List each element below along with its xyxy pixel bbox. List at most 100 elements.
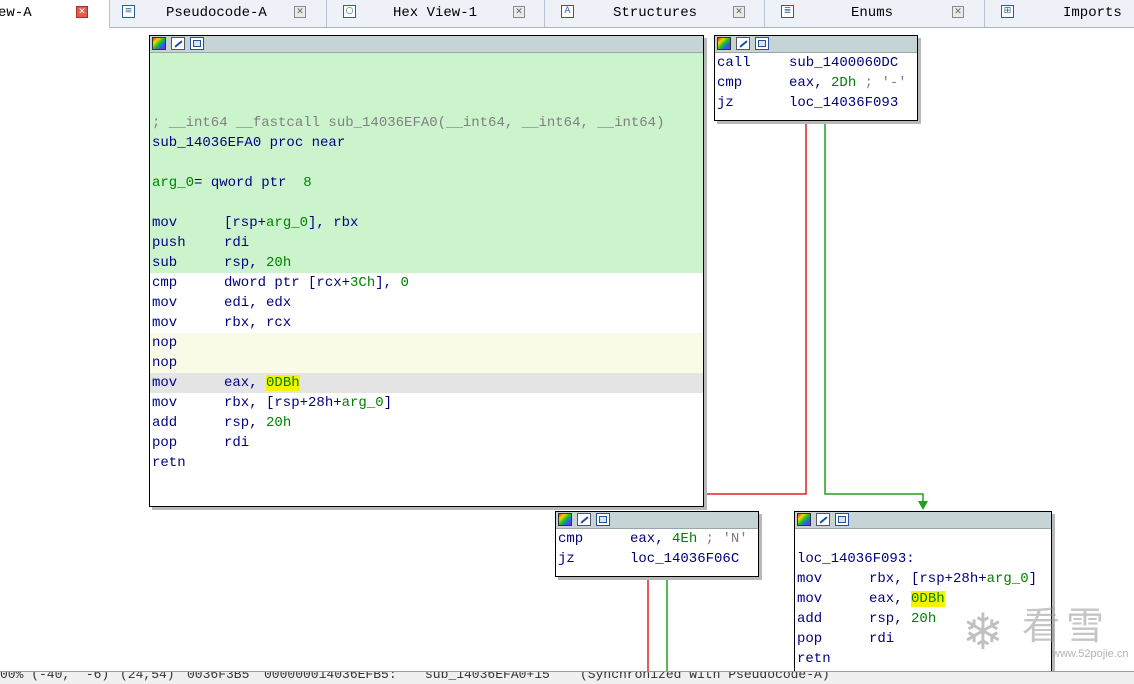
instruction-line[interactable]: retn bbox=[150, 453, 703, 473]
instruction-line[interactable]: jz loc_14036F06C bbox=[556, 549, 758, 569]
instruction-line[interactable]: nop bbox=[150, 333, 703, 353]
tab-ida-view[interactable]: ew-A ✕ bbox=[0, 0, 110, 28]
group-nodes-icon[interactable] bbox=[755, 37, 769, 50]
operand-number: 2Dh bbox=[831, 75, 857, 91]
tab-enums[interactable]: ≣ Enums ✕ bbox=[765, 0, 985, 27]
mnemonic: jz bbox=[558, 551, 575, 567]
rename-icon[interactable] bbox=[577, 513, 591, 526]
tab-structures[interactable]: A Structures ✕ bbox=[545, 0, 765, 27]
color-palette-icon[interactable] bbox=[717, 37, 731, 50]
rename-icon[interactable] bbox=[171, 37, 185, 50]
close-icon[interactable]: ✕ bbox=[952, 6, 964, 18]
operand: rdi bbox=[224, 235, 250, 251]
operand: eax, bbox=[630, 531, 673, 547]
operand-symbol: arg_0 bbox=[341, 395, 384, 411]
group-nodes-icon[interactable] bbox=[190, 37, 204, 50]
instruction-line[interactable]: mov edi, edx bbox=[150, 293, 703, 313]
hex-view-icon: ○ bbox=[343, 5, 356, 18]
instruction-line[interactable]: mov[rsp+arg_0], rbx bbox=[150, 213, 703, 233]
operand: edi, edx bbox=[224, 295, 292, 311]
mnemonic: mov bbox=[797, 591, 823, 607]
mnemonic: cmp bbox=[717, 75, 743, 91]
close-icon[interactable]: ✕ bbox=[733, 6, 745, 18]
operand: loc_14036F06C bbox=[630, 551, 740, 567]
inline-comment: ; 'N' bbox=[697, 531, 748, 547]
mnemonic: add bbox=[152, 415, 178, 431]
watermark-url: www.52pojie.cn bbox=[1052, 648, 1129, 660]
close-icon[interactable]: ✕ bbox=[294, 6, 306, 18]
tab-imports[interactable]: ⊞ Imports bbox=[985, 0, 1134, 27]
operand: eax, bbox=[224, 375, 267, 391]
watermark: ❄ 看雪 www.52pojie.cn bbox=[962, 604, 1132, 668]
mnemonic: mov bbox=[152, 375, 178, 391]
group-nodes-icon[interactable] bbox=[835, 513, 849, 526]
structures-icon: A bbox=[561, 5, 574, 18]
operand-number: 3Ch bbox=[350, 275, 376, 291]
arrow-head bbox=[918, 501, 928, 510]
tab-label: Imports bbox=[1063, 5, 1122, 21]
tab-hex-view[interactable]: ○ Hex View-1 ✕ bbox=[327, 0, 545, 27]
mnemonic: jz bbox=[717, 95, 734, 111]
operand: [rsp+ bbox=[224, 215, 267, 231]
color-palette-icon[interactable] bbox=[152, 37, 166, 50]
close-icon[interactable]: ✕ bbox=[513, 6, 525, 18]
status-sync: (Synchronized with Pseudocode-A) bbox=[580, 671, 830, 682]
arg-declaration: arg_0= qword ptr 8 bbox=[150, 173, 703, 193]
color-palette-icon[interactable] bbox=[558, 513, 572, 526]
tab-pseudocode[interactable]: ≡ Pseudocode-A ✕ bbox=[110, 0, 327, 27]
instruction-line[interactable]: nop bbox=[150, 353, 703, 373]
operand: rbx, rcx bbox=[224, 315, 292, 331]
location-label[interactable]: loc_14036F093: bbox=[797, 551, 915, 567]
group-nodes-icon[interactable] bbox=[596, 513, 610, 526]
operand-number: 20h bbox=[911, 611, 937, 627]
graph-view[interactable]: ; __int64 __fastcall sub_14036EFA0(__int… bbox=[0, 28, 1134, 681]
proc-declaration[interactable]: sub_14036EFA0 proc near bbox=[150, 133, 703, 153]
tab-label: ew-A bbox=[0, 5, 32, 21]
snowflake-icon: ❄ bbox=[962, 603, 1004, 661]
mnemonic: mov bbox=[152, 295, 178, 311]
mnemonic: nop bbox=[152, 335, 178, 351]
status-location: sub_14036EFA0+15 bbox=[425, 671, 550, 682]
rename-icon[interactable] bbox=[736, 37, 750, 50]
operand-number: 4Eh bbox=[672, 531, 698, 547]
operand: rsp, bbox=[224, 415, 267, 431]
color-palette-icon[interactable] bbox=[797, 513, 811, 526]
mnemonic: pop bbox=[152, 435, 178, 451]
highlighted-operand: 0DBh bbox=[911, 591, 945, 607]
status-zoom: 00% (-40, -6) bbox=[0, 671, 110, 682]
operand: dword ptr [rcx+ bbox=[224, 275, 351, 291]
node-title-bar bbox=[556, 512, 758, 529]
status-coords: (24,54) bbox=[120, 671, 175, 682]
instruction-line[interactable]: mov eax, 0DBh bbox=[795, 589, 1051, 609]
mnemonic: pop bbox=[797, 631, 823, 647]
operand: rsp, bbox=[869, 611, 912, 627]
operand: rbx, [rsp+28h+ bbox=[869, 571, 987, 587]
instruction-line[interactable]: retn bbox=[795, 649, 1051, 669]
operand: eax, bbox=[869, 591, 912, 607]
graph-node-entry[interactable]: ; __int64 __fastcall sub_14036EFA0(__int… bbox=[149, 35, 704, 507]
rename-icon[interactable] bbox=[816, 513, 830, 526]
close-icon[interactable]: ✕ bbox=[76, 6, 88, 18]
inline-comment: ; '-' bbox=[856, 75, 907, 91]
mnemonic: mov bbox=[152, 215, 178, 231]
tab-label: Enums bbox=[851, 5, 894, 21]
tab-label: Pseudocode-A bbox=[166, 5, 267, 21]
